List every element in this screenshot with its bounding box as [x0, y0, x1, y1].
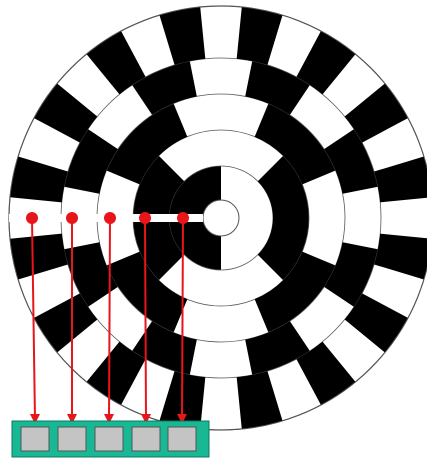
reader-line-5 — [182, 218, 183, 420]
reader-dot-3 — [104, 212, 116, 224]
sensor-cell-1 — [21, 427, 49, 451]
disc-hub — [203, 200, 239, 236]
sensor-cell-4 — [132, 427, 160, 451]
reader-dot-2 — [66, 212, 78, 224]
reader-line-3 — [109, 218, 110, 420]
sensor-cell-5 — [168, 427, 196, 451]
sensor-board — [12, 421, 209, 457]
reader-line-4 — [145, 218, 146, 420]
sensor-cell-2 — [58, 427, 86, 451]
reader-dot-1 — [26, 212, 38, 224]
sensor-cell-3 — [95, 427, 123, 451]
reader-dot-5 — [177, 212, 189, 224]
reader-dot-4 — [139, 212, 151, 224]
